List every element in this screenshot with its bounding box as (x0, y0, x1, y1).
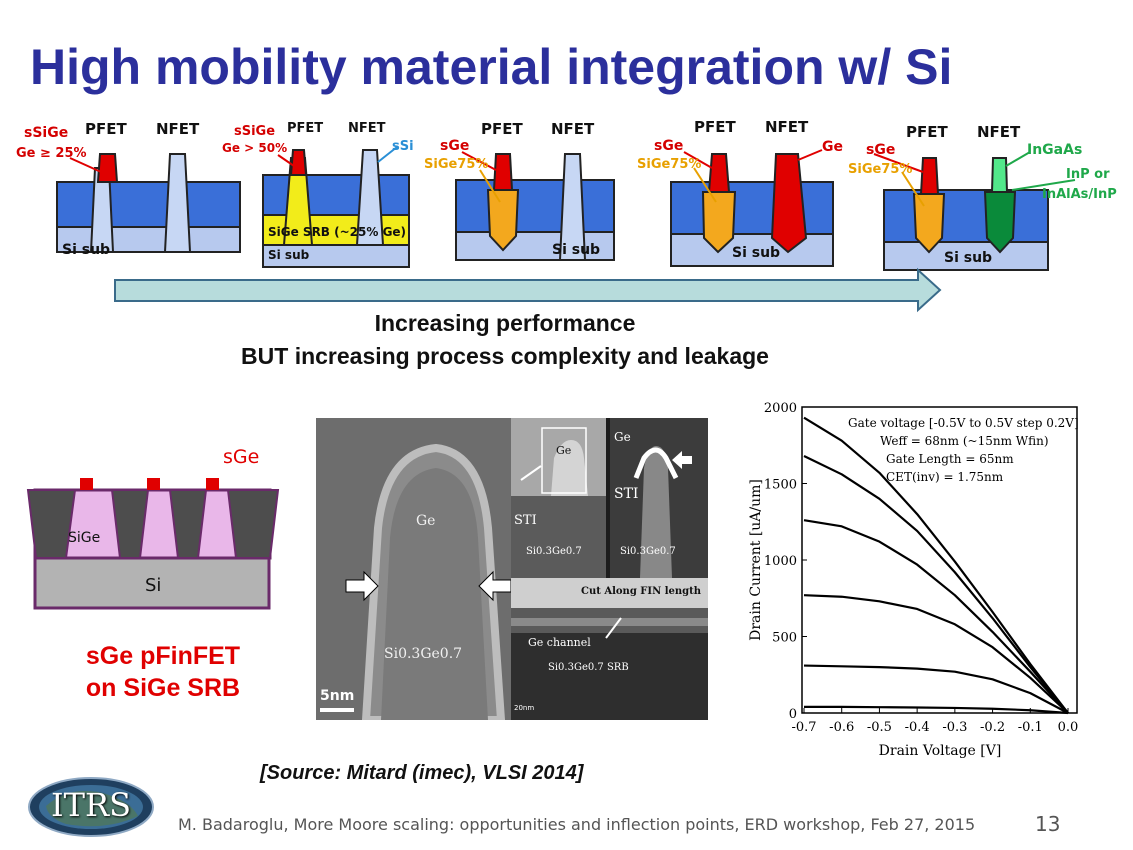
d4-mat2-label: SiGe75% (637, 157, 702, 172)
x-tick-label: -0.3 (942, 720, 967, 735)
annotation-2: Weff = 68nm (~15nm Wfin) (880, 434, 1049, 448)
d1-pfet-label: PFET (85, 120, 127, 138)
y-axis-label: Drain Current [uA/um] (748, 479, 764, 641)
d1-mat2-label: Ge ≥ 25% (16, 146, 87, 161)
x-tick-label: -0.7 (791, 720, 816, 735)
inset3-title: Cut Along FIN length (581, 586, 702, 597)
d5-sub-label: Si sub (944, 250, 993, 266)
itrs-logo-text: ITRS (51, 786, 131, 824)
finfet-si-label: Si (145, 575, 162, 596)
d4-sub-label: Si sub (732, 245, 781, 261)
performance-line2: BUT increasing process complexity and le… (241, 343, 769, 369)
performance-line1: Increasing performance (374, 310, 636, 336)
d2-mat2-label: Ge > 50% (222, 141, 288, 155)
d2-nmat-label: sSi (392, 139, 414, 154)
series-line-2 (803, 454, 1069, 714)
d1-nfet-label: NFET (156, 120, 200, 138)
tem-ge-label: Ge (416, 513, 436, 529)
d3-mat2-label: SiGe75% (424, 157, 489, 172)
d3-pfet-label: PFET (481, 120, 523, 138)
series-line-1 (803, 416, 1069, 714)
x-tick-label: -0.6 (829, 720, 854, 735)
d1-sub-label: Si sub (62, 242, 111, 258)
tem-main (316, 418, 708, 720)
diagram-3 (455, 153, 615, 261)
d1-mat-label: sSiGe (24, 125, 69, 141)
d4-mat-label: sGe (654, 138, 684, 154)
drain-current-chart: -0.7 -0.6 -0.5 -0.4 -0.3 -0.2 -0.1 0.0 0 500 1000 1… (748, 401, 1079, 759)
series-line-3 (803, 519, 1069, 714)
x-tick-label: 0.0 (1058, 720, 1079, 735)
d3-nfet-label: NFET (551, 120, 595, 138)
source-citation: [Source: Mitard (imec), VLSI 2014] (260, 762, 584, 784)
finfet-caption-line1: sGe pFinFET (85, 642, 241, 670)
d3-mat-label: sGe (440, 138, 470, 154)
diagram-2 (262, 149, 410, 268)
inset1-sti-label: STI (514, 513, 537, 528)
inset1-ge-label: Ge (556, 444, 572, 457)
annotation-3: Gate Length = 65nm (886, 452, 1014, 466)
series-line-4 (803, 594, 1069, 714)
y-tick-label: 0 (789, 707, 797, 722)
d2-sub-label: Si sub (268, 248, 310, 262)
slide-title: High mobility material integration w/ Si (30, 39, 953, 95)
tem-arrow-right-icon (478, 570, 512, 602)
x-tick-label: -0.4 (905, 720, 930, 735)
progression-arrow (114, 267, 942, 313)
inset1-sige-label: Si0.3Ge0.7 (526, 546, 582, 557)
y-tick-label: 500 (772, 631, 797, 646)
tem-arrow-left-icon (345, 570, 379, 602)
d5-mat2-label: SiGe75% (848, 162, 913, 177)
finfet-caption-line2: on SiGe SRB (85, 674, 241, 702)
inset3-scale-label: 20nm (514, 704, 535, 712)
y-tick-label: 1500 (764, 478, 797, 493)
inset2-sige-label: Si0.3Ge0.7 (620, 546, 676, 557)
diagram-1 (56, 153, 241, 253)
d2-nfet-label: NFET (348, 121, 386, 136)
x-tick-label: -0.2 (980, 720, 1005, 735)
footer-text: M. Badaroglu, More Moore scaling: opport… (178, 815, 976, 834)
diagram-5 (883, 157, 1049, 271)
d4-nfet-label: NFET (765, 118, 809, 136)
finfet-caption: sGe pFinFET on SiGe SRB (48, 640, 278, 704)
d2-mat-label: sSiGe (234, 124, 276, 139)
series-line-6 (804, 705, 1069, 715)
d4-nmat-label: Ge (822, 139, 843, 155)
y-tick-label: 2000 (764, 401, 797, 416)
x-tick-label: -0.5 (867, 720, 892, 735)
plot-frame (801, 406, 1078, 714)
inset2-ge-label: Ge (614, 430, 631, 444)
x-axis-label: Drain Voltage [V] (879, 743, 1002, 759)
d5-nmat-label: InGaAs (1027, 142, 1083, 158)
annotation-1: Gate voltage [-0.5V to 0.5V step 0.2V] (848, 416, 1079, 430)
inset3-srb-label: Si0.3Ge0.7 SRB (548, 662, 629, 673)
tem-image: Ge Si0.3Ge0.7 5nm Ge STI Si0.3Ge0.7 Ge S… (316, 418, 708, 720)
tem-sige-label: Si0.3Ge0.7 (384, 646, 463, 662)
d5-mat-label: sGe (866, 142, 896, 158)
series-line-5 (803, 664, 1069, 714)
inset2-sti-label: STI (614, 486, 639, 502)
page-number: 13 (1035, 812, 1061, 836)
d2-srb-label: SiGe SRB (~25% Ge) (268, 225, 407, 239)
annotation-4: CET(inv) = 1.75nm (886, 470, 1004, 484)
finfet-schematic (26, 478, 280, 610)
finfet-sige-label: SiGe (68, 530, 101, 546)
d5-pfet-label: PFET (906, 123, 948, 141)
d2-pfet-label: PFET (287, 121, 324, 136)
y-tick-label: 1000 (764, 554, 797, 569)
x-tick-label: -0.1 (1018, 720, 1043, 735)
device-progression-diagrams (56, 146, 1076, 313)
d5-nfet-label: NFET (977, 123, 1021, 141)
finfet-sge-label: sGe (223, 446, 260, 468)
d5-nmat3-label: InAlAs/InP (1042, 187, 1117, 202)
tem-scale-label: 5nm (320, 688, 355, 704)
d4-pfet-label: PFET (694, 118, 736, 136)
inset3-channel-label: Ge channel (528, 636, 591, 649)
d5-nmat2-label: InP or (1066, 167, 1110, 182)
inset2-arrow-icon (672, 451, 692, 469)
diagram-4 (670, 153, 834, 267)
itrs-logo: ITRS (26, 776, 156, 838)
d3-sub-label: Si sub (552, 242, 601, 258)
